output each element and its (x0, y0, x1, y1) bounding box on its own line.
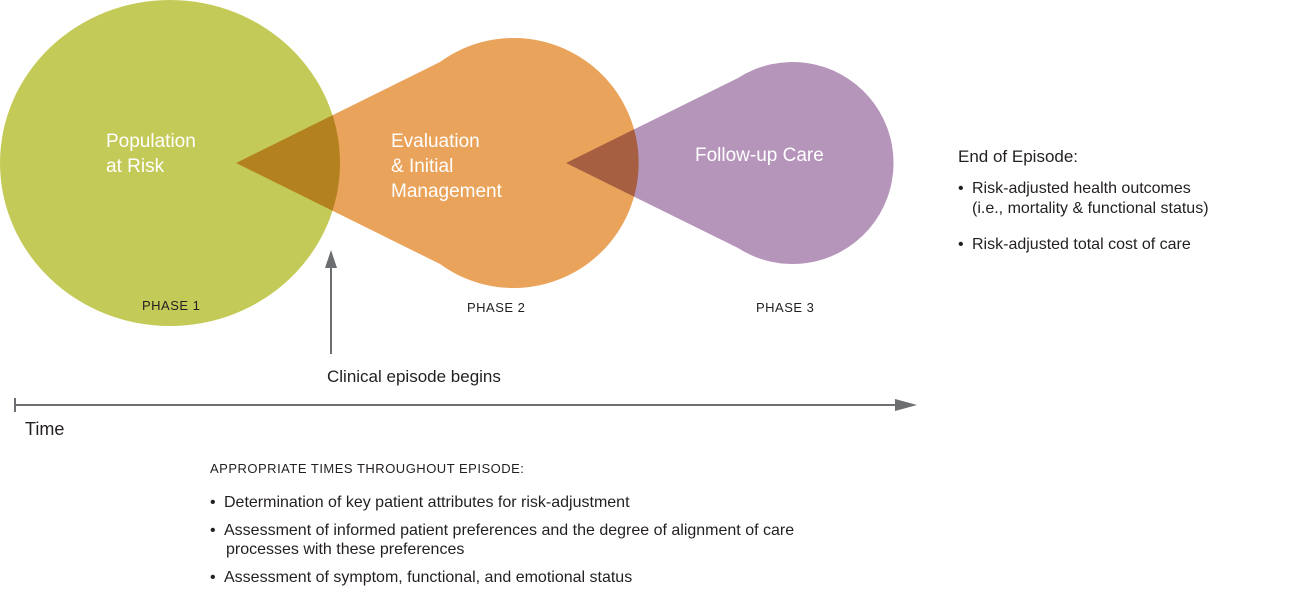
episode-arrow-head (325, 250, 337, 268)
item-line: (i.e., mortality & functional status) (972, 200, 1209, 217)
phase-3-label: PHASE 3 (756, 300, 815, 315)
item-line: Assessment of symptom, functional, and e… (224, 569, 633, 586)
throughout-item: Determination of key patient attributes … (210, 493, 794, 512)
phase-3-title-line: Follow-up Care (695, 145, 824, 166)
phase-3-title: Follow-up Care (695, 143, 824, 168)
phase-1-label: PHASE 1 (142, 298, 201, 313)
phase-2-label: PHASE 2 (467, 300, 526, 315)
throughout-episode: APPROPRIATE TIMES THROUGHOUT EPISODE: De… (210, 461, 794, 587)
phase-2-title-line: Evaluation (391, 131, 480, 152)
item-line: Assessment of informed patient preferenc… (224, 522, 795, 539)
time-axis-arrow-head (895, 399, 917, 411)
time-label: Time (25, 419, 65, 439)
phase-2-title-line: Management (391, 181, 502, 202)
end-of-episode: End of Episode: Risk-adjusted health out… (958, 147, 1209, 255)
phase-1-shape (0, 0, 340, 326)
throughout-heading: APPROPRIATE TIMES THROUGHOUT EPISODE: (210, 461, 525, 476)
phase-2-title-line: & Initial (391, 156, 454, 177)
item-line: Risk-adjusted total cost of care (972, 236, 1191, 253)
item-line: Risk-adjusted health outcomes (972, 180, 1191, 197)
phase-1-title-line: Population (106, 131, 196, 152)
throughout-item: Assessment of informed patient preferenc… (210, 521, 794, 559)
phase-2-shape (236, 38, 639, 288)
phase-1-title: Population at Risk (106, 129, 196, 179)
episode-marker-label: Clinical episode begins (327, 367, 501, 386)
phase-2-title: Evaluation & Initial Management (391, 129, 502, 204)
phase-1-title-line: at Risk (106, 156, 165, 177)
end-of-episode-heading: End of Episode: (958, 147, 1079, 166)
phase-3-shape (566, 61, 894, 264)
item-line: Determination of key patient attributes … (224, 494, 630, 511)
end-of-episode-item: Risk-adjusted health outcomes (i.e., mor… (958, 179, 1209, 219)
end-of-episode-item: Risk-adjusted total cost of care (958, 235, 1209, 255)
item-line: processes with these preferences (226, 541, 465, 558)
throughout-item: Assessment of symptom, functional, and e… (210, 568, 794, 587)
